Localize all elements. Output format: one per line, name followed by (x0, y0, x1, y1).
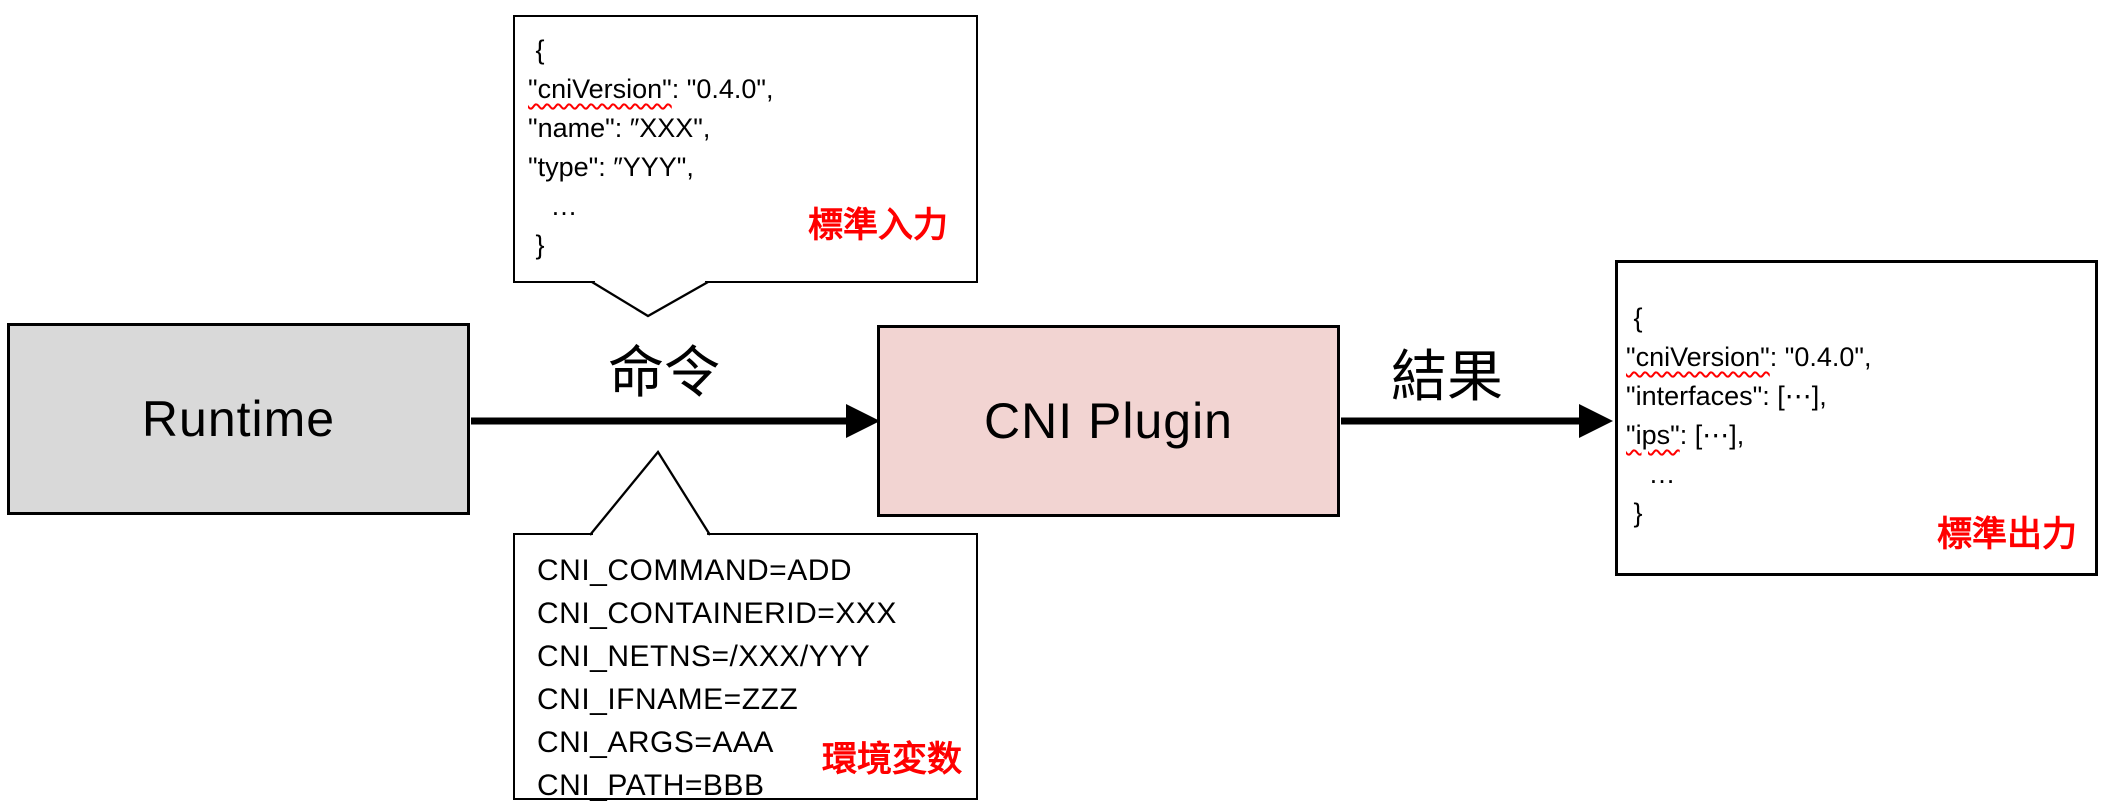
cni-plugin-node: CNI Plugin (877, 325, 1340, 517)
runtime-node: Runtime (7, 323, 470, 515)
code-line: CNI_NETNS=/XXX/YYY (537, 640, 871, 673)
env-vars-code: CNI_COMMAND=ADD CNI_CONTAINERID=XXX CNI_NE… (515, 535, 976, 807)
code-line: } (528, 230, 545, 260)
env-vars-bubble: CNI_COMMAND=ADD CNI_CONTAINERID=XXX CNI_NE… (513, 533, 978, 802)
code-line: CNI_ARGS=AAA (537, 726, 774, 759)
code-line: "name": ″XXX", (528, 113, 711, 143)
code-line: "type": ″YYY", (528, 152, 694, 182)
command-arrow (471, 404, 880, 438)
code-line: CNI_PATH=BBB (537, 769, 765, 802)
stdin-tag-label: 標準入力 (807, 206, 948, 245)
command-arrow-label: 命令 (608, 341, 720, 404)
stdout-json-code: { "cniVersion": "0.4.0", "interfaces": [⋯]… (1618, 263, 2095, 533)
code-line: "interfaces": [⋯], (1626, 381, 1827, 411)
code-line: … (528, 191, 578, 221)
stdout-tag-label: 標準出力 (1936, 515, 2077, 554)
code-line: "cniVersion": "0.4.0", (528, 74, 774, 104)
code-line: CNI_IFNAME=ZZZ (537, 683, 799, 716)
result-arrow-label: 結果 (1391, 345, 1503, 408)
stdout-box: { "cniVersion": "0.4.0", "interfaces": [⋯]… (1615, 260, 2098, 576)
code-line: "ips": [⋯], (1626, 420, 1745, 450)
code-line: "cniVersion": "0.4.0", (1626, 342, 1872, 372)
stdin-json-code: { "cniVersion": "0.4.0", "name": ″XXX", "ty… (515, 17, 976, 265)
code-line: } (1626, 498, 1643, 528)
code-line: … (1626, 459, 1676, 489)
code-line: { (1626, 303, 1643, 333)
stdin-bubble: { "cniVersion": "0.4.0", "name": ″XXX", "ty… (513, 15, 978, 283)
env-bubble-tail-icon (589, 450, 711, 538)
env-vars-tag-label: 環境変数 (821, 740, 962, 779)
code-line: CNI_COMMAND=ADD (537, 554, 853, 587)
code-line: { (528, 35, 545, 65)
stdin-bubble-tail-icon (591, 279, 709, 318)
runtime-node-label: Runtime (141, 391, 336, 447)
code-line: CNI_CONTAINERID=XXX (537, 597, 897, 630)
cni-plugin-node-label: CNI Plugin (984, 393, 1233, 449)
